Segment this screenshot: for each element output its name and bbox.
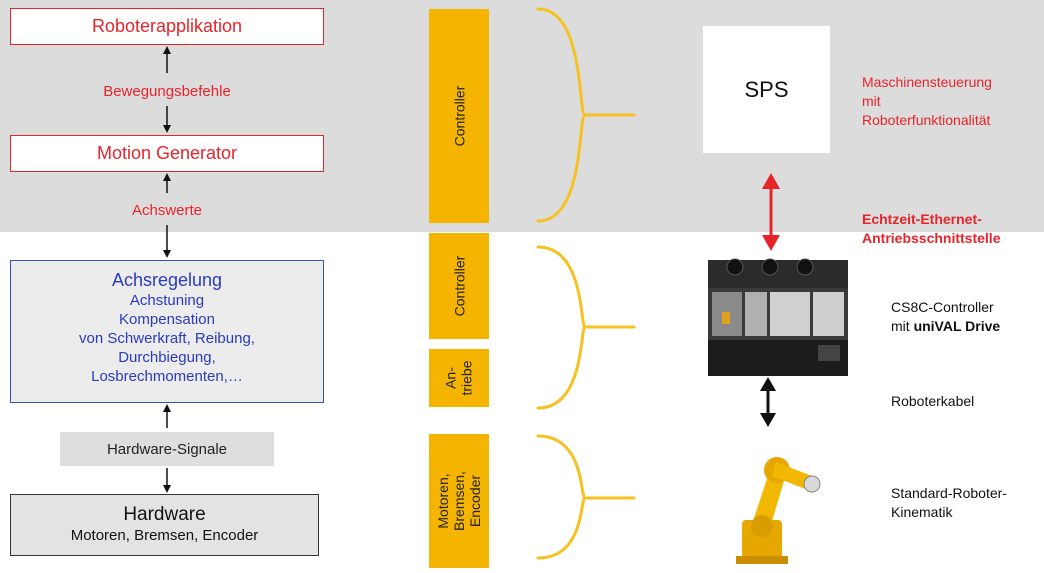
echtzeit-line2: Antriebsschnittstelle xyxy=(862,230,1001,246)
roboterapplikation-box: Roboterapplikation xyxy=(10,8,324,45)
unival-drive-label: uniVAL Drive xyxy=(913,318,1001,334)
bewegungsbefehle-label: Bewegungsbefehle xyxy=(103,83,231,100)
kompensation-text: Kompensation xyxy=(119,311,215,328)
motion-generator-label: Motion Generator xyxy=(96,143,238,163)
red-double-arrow xyxy=(762,173,780,251)
brace-motoren xyxy=(536,434,636,560)
cs8c-line2-prefix: mit xyxy=(891,318,914,334)
maschinensteuerung-text: Maschinensteuerung mit Roboterfunktional… xyxy=(862,73,992,130)
hardware-title: Hardware xyxy=(123,504,206,525)
maschinensteuerung-line2: mit xyxy=(862,93,881,109)
roboterapplikation-label: Roboterapplikation xyxy=(91,16,243,36)
antriebe-bar: An- triebe xyxy=(429,349,489,407)
cs8c-controller-image xyxy=(708,258,848,376)
controller-bar-top: Controller xyxy=(429,9,489,223)
maschinensteuerung-line1: Maschinensteuerung xyxy=(862,74,992,90)
controller-bar-mid: Controller xyxy=(429,233,489,339)
motoren-bar: Motoren, Bremsen, Encoder xyxy=(429,434,489,568)
achsregelung-box: Achsregelung Achstuning Kompensation von… xyxy=(10,260,324,403)
losbrechmomente-text: Losbrechmomenten,… xyxy=(91,368,243,385)
robot-kinematik-image xyxy=(736,457,821,564)
brace-controller-antriebe xyxy=(536,245,636,410)
yellow-braces xyxy=(536,7,636,560)
kinematik-text: Standard-Roboter- Kinematik xyxy=(891,484,1007,522)
cs8c-controller-text: CS8C-Controller mit uniVAL Drive xyxy=(891,298,1000,336)
achstuning-text: Achstuning xyxy=(129,292,205,309)
schwerkraft-text: von Schwerkraft, Reibung, xyxy=(79,330,255,347)
roboterkabel-text: Roboterkabel xyxy=(891,393,975,409)
kinematik-line2: Kinematik xyxy=(891,504,953,520)
motion-generator-box: Motion Generator xyxy=(10,135,324,172)
sps-label: SPS xyxy=(744,76,789,102)
hardware-signale-label: Hardware-Signale xyxy=(106,440,228,458)
black-double-arrow xyxy=(760,377,776,427)
sps-box: SPS xyxy=(703,26,830,153)
maschinensteuerung-line3: Roboterfunktionalität xyxy=(862,112,991,128)
echtzeit-line1: Echtzeit-Ethernet- xyxy=(862,211,982,227)
achsregelung-title: Achsregelung xyxy=(111,270,223,290)
brace-controller-top xyxy=(536,7,636,223)
hardware-box: Hardware Motoren, Bremsen, Encoder xyxy=(10,494,319,556)
hardware-subtitle: Motoren, Bremsen, Encoder xyxy=(70,527,259,544)
achswerte-label: Achswerte xyxy=(131,202,203,219)
kinematik-line1: Standard-Roboter- xyxy=(891,485,1007,501)
cs8c-line1: CS8C-Controller xyxy=(891,299,994,315)
echtzeit-ethernet-text: Echtzeit-Ethernet- Antriebsschnittstelle xyxy=(862,210,1000,248)
durchbiegung-text: Durchbiegung, xyxy=(118,349,216,366)
hardware-signale-box: Hardware-Signale xyxy=(60,432,274,466)
